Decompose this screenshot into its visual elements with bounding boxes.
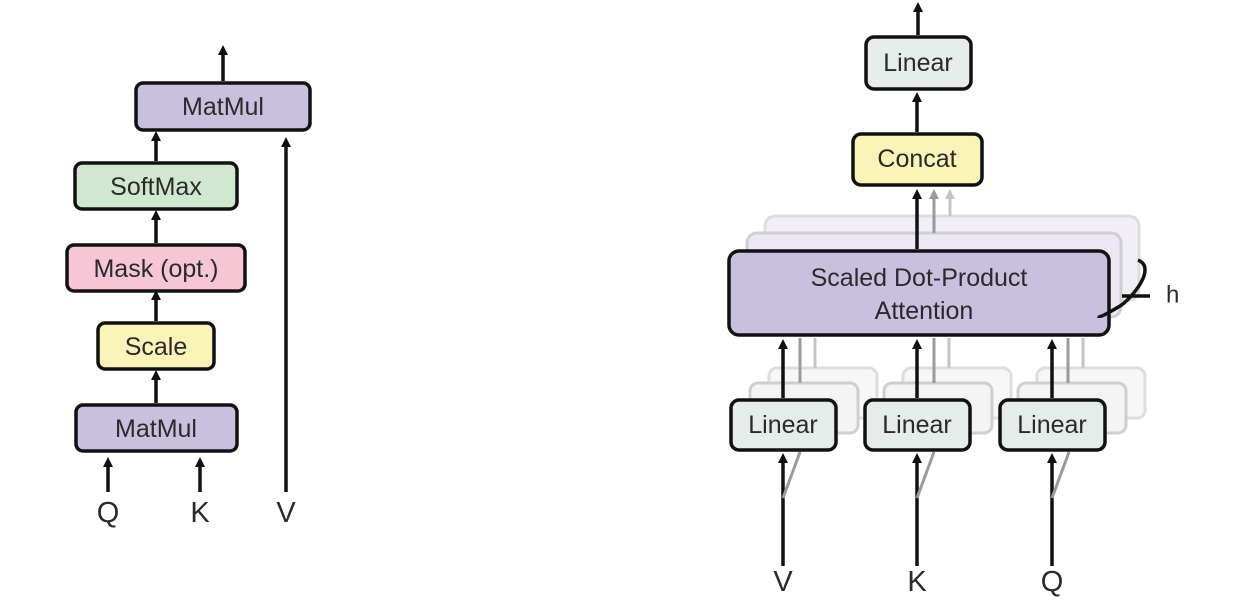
linear-k-label: Linear	[882, 411, 952, 439]
matmul-top-label: MatMul	[182, 93, 264, 121]
linear-v-label: Linear	[748, 411, 818, 439]
linear-output-box	[864, 35, 973, 91]
mha-v-label: V	[773, 566, 793, 598]
scale-label: Scale	[125, 333, 188, 361]
q-branch-line	[1050, 451, 1071, 499]
linear-q-label: Linear	[1017, 411, 1087, 439]
multi-head-attention-panel: V K Q Linear Linear Linear Scaled D	[727, 2, 1179, 598]
scaled-dot-product-attention-box	[727, 249, 1111, 337]
k-branch-line	[915, 451, 936, 499]
scaled-dot-product-attention-panel: Q K V MatMul Scale Mask (opt.) SoftMax M…	[65, 45, 312, 529]
attention-label-line2: Attention	[875, 297, 974, 325]
concat-label: Concat	[877, 145, 956, 173]
heads-label: h	[1166, 282, 1179, 309]
v-branch-line	[781, 451, 802, 499]
concat-box	[851, 132, 984, 187]
linear-q-box	[998, 398, 1107, 452]
linear-output-label: Linear	[883, 49, 953, 77]
scale-box	[96, 321, 216, 371]
matmul-top-box	[134, 81, 312, 132]
matmul-bottom-label: MatMul	[115, 415, 197, 443]
attention-label-line1: Scaled Dot-Product	[811, 264, 1028, 292]
mha-k-label: K	[907, 566, 927, 598]
heads-brace	[1096, 258, 1147, 319]
linear-v-box	[729, 398, 838, 452]
softmax-box	[73, 161, 239, 211]
mask-label: Mask (opt.)	[93, 255, 218, 283]
matmul-bottom-box	[74, 403, 239, 453]
v-label: V	[276, 497, 296, 529]
linear-k-box	[863, 398, 972, 452]
q-label: Q	[97, 497, 120, 529]
softmax-label: SoftMax	[110, 173, 202, 201]
mask-box	[65, 243, 247, 293]
k-label: K	[190, 497, 210, 529]
mha-q-label: Q	[1041, 566, 1064, 598]
